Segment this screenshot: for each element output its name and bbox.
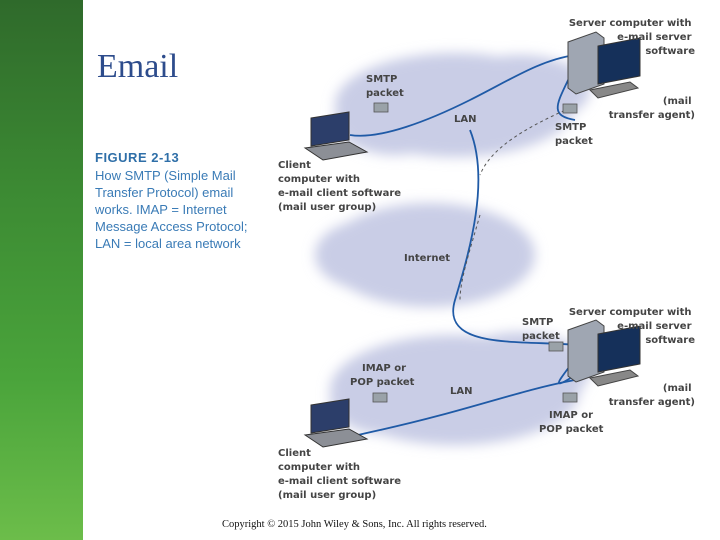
figure-caption-text: How SMTP (Simple Mail Transfer Protocol)… (95, 168, 248, 251)
laptop-icon (303, 398, 369, 448)
page-title: Email (97, 48, 179, 85)
bottom-lan-label: LAN (450, 386, 472, 397)
top-server-label: Server computer with e-mail server softw… (569, 18, 695, 57)
top-smtp-packet-right-label: SMTP packet (555, 122, 593, 147)
bottom-imap-pop-packet-left-label: IMAP or POP packet (350, 363, 415, 388)
imap-packet-left (372, 392, 388, 403)
top-smtp-packet-label: SMTP packet (366, 74, 404, 99)
top-lan-cloud (335, 53, 590, 157)
laptop-icon (303, 111, 369, 161)
top-lan-label: LAN (454, 114, 476, 125)
server-computer-icon (567, 31, 641, 99)
smtp-packet-top-right (562, 103, 578, 114)
top-client-label: Client computer with e-mail client softw… (278, 160, 405, 213)
bottom-server-label: Server computer with e-mail server softw… (569, 307, 695, 346)
server-computer-icon (567, 319, 641, 387)
figure-number: FIGURE 2-13 (95, 150, 180, 165)
bottom-mta-label: (mail transfer agent) (609, 383, 695, 408)
smtp-packet-top (373, 102, 389, 113)
bottom-client-label: Client computer with e-mail client softw… (278, 448, 405, 501)
top-mta-label: (mail transfer agent) (609, 96, 695, 121)
bottom-smtp-packet-label: SMTP packet (522, 317, 560, 342)
green-sidebar (0, 0, 83, 540)
copyright-notice: Copyright © 2015 John Wiley & Sons, Inc.… (222, 519, 487, 530)
imap-packet-right (562, 392, 578, 403)
figure-caption: FIGURE 2-13 How SMTP (Simple Mail Transf… (95, 150, 265, 252)
bottom-imap-pop-packet-right-label: IMAP or POP packet (539, 410, 604, 435)
internet-label: Internet (404, 253, 450, 264)
internet-cloud (315, 203, 535, 307)
smtp-packet-bottom (548, 341, 564, 352)
dashed-link-lines (459, 107, 571, 301)
